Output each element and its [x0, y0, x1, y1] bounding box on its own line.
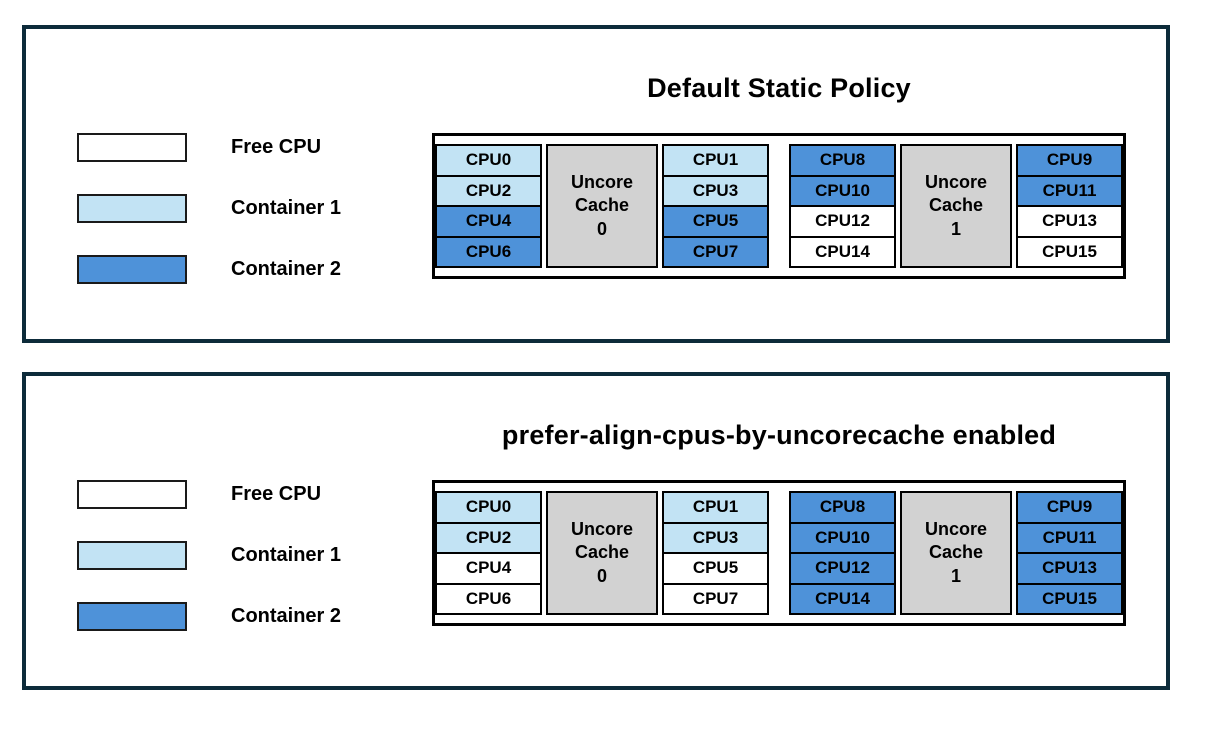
cpu-cell: CPU13 — [1016, 552, 1123, 585]
cpu-column-right: CPU9 CPU11 CPU13 CPU15 — [1016, 144, 1123, 268]
cpu-cell: CPU7 — [662, 582, 769, 615]
panel-title: prefer-align-cpus-by-uncorecache enabled — [501, 420, 1057, 450]
cpu-cell: CPU5 — [662, 205, 769, 238]
cpu-cell: CPU11 — [1016, 174, 1123, 207]
cpu-cell: CPU14 — [789, 235, 896, 268]
cpu-column-right: CPU1 CPU3 CPU5 CPU7 — [662, 144, 769, 268]
cpu-cell: CPU12 — [789, 205, 896, 238]
cpu-cell: CPU9 — [1016, 491, 1123, 524]
cpu-column-right: CPU9 CPU11 CPU13 CPU15 — [1016, 491, 1123, 615]
cache-line: Uncore — [570, 171, 633, 192]
legend-label: Free CPU — [231, 136, 322, 158]
cpu-cell: CPU5 — [662, 552, 769, 585]
panel-title: Default Static Policy — [647, 73, 911, 103]
cpu-cell: CPU6 — [435, 582, 542, 615]
cpu-cell: CPU15 — [1016, 235, 1123, 268]
cache-line: Cache — [574, 195, 630, 216]
legend-label: Container 2 — [231, 258, 342, 280]
cpu-cell: CPU11 — [1016, 521, 1123, 554]
cpu-topology-diagram: CPU0 CPU2 CPU4 CPU6 Uncore Cache 0 CPU1 … — [432, 480, 1126, 626]
cpu-cell: CPU8 — [789, 144, 896, 177]
cache-line: Cache — [928, 195, 984, 216]
cpu-cell: CPU13 — [1016, 205, 1123, 238]
uncore-cache-0-group: CPU0 CPU2 CPU4 CPU6 Uncore Cache 0 CPU1 … — [435, 144, 769, 268]
cache-line: 1 — [950, 218, 961, 239]
legend-label: Free CPU — [231, 483, 322, 505]
cpu-cell: CPU7 — [662, 235, 769, 268]
cpu-column-left: CPU8 CPU10 CPU12 CPU14 — [789, 144, 896, 268]
uncore-cache-1-group: CPU8 CPU10 CPU12 CPU14 Uncore Cache 1 CP… — [789, 144, 1123, 268]
uncore-cache-0-block: Uncore Cache 0 — [546, 491, 658, 615]
cpu-cell: CPU2 — [435, 174, 542, 207]
cpu-cell: CPU3 — [662, 174, 769, 207]
cpu-cell: CPU2 — [435, 521, 542, 554]
cpu-cell: CPU3 — [662, 521, 769, 554]
legend-swatch-container-1 — [77, 541, 187, 570]
uncore-cache-1-block: Uncore Cache 1 — [900, 491, 1012, 615]
legend-item-container-2: Container 2 — [77, 602, 341, 631]
legend-item-free-cpu: Free CPU — [77, 133, 341, 162]
cpu-cell: CPU9 — [1016, 144, 1123, 177]
cpu-cell: CPU1 — [662, 144, 769, 177]
cpu-cell: CPU10 — [789, 174, 896, 207]
legend-label: Container 2 — [231, 605, 342, 627]
uncore-cache-0-block: Uncore Cache 0 — [546, 144, 658, 268]
legend-swatch-container-2 — [77, 602, 187, 631]
cache-line: Uncore — [924, 171, 987, 192]
cpu-column-left: CPU0 CPU2 CPU4 CPU6 — [435, 491, 542, 615]
cache-line: 0 — [596, 218, 607, 239]
uncore-cache-0-group: CPU0 CPU2 CPU4 CPU6 Uncore Cache 0 CPU1 … — [435, 491, 769, 615]
legend: Free CPU Container 1 Container 2 — [77, 480, 341, 663]
cpu-cell: CPU4 — [435, 205, 542, 238]
cache-line: 1 — [950, 565, 961, 586]
cache-line: 0 — [596, 565, 607, 586]
cpu-column-left: CPU0 CPU2 CPU4 CPU6 — [435, 144, 542, 268]
cpu-cell: CPU15 — [1016, 582, 1123, 615]
uncore-cache-1-group: CPU8 CPU10 CPU12 CPU14 Uncore Cache 1 CP… — [789, 491, 1123, 615]
legend-label: Container 1 — [231, 544, 342, 566]
legend-label: Container 1 — [231, 197, 342, 219]
legend-item-container-1: Container 1 — [77, 541, 341, 570]
legend-item-container-2: Container 2 — [77, 255, 341, 284]
cpu-cell: CPU10 — [789, 521, 896, 554]
legend-swatch-container-2 — [77, 255, 187, 284]
cpu-cell: CPU6 — [435, 235, 542, 268]
legend-swatch-container-1 — [77, 194, 187, 223]
legend-swatch-free-cpu — [77, 133, 187, 162]
cpu-cell: CPU0 — [435, 144, 542, 177]
cpu-cell: CPU4 — [435, 552, 542, 585]
cpu-cell: CPU0 — [435, 491, 542, 524]
cpu-cell: CPU8 — [789, 491, 896, 524]
cpu-topology-diagram: CPU0 CPU2 CPU4 CPU6 Uncore Cache 0 CPU1 … — [432, 133, 1126, 279]
panel-prefer-align-uncorecache: prefer-align-cpus-by-uncorecache enabled… — [22, 372, 1170, 690]
cpu-cell: CPU14 — [789, 582, 896, 615]
legend: Free CPU Container 1 Container 2 — [77, 133, 341, 316]
cpu-column-right: CPU1 CPU3 CPU5 CPU7 — [662, 491, 769, 615]
legend-item-free-cpu: Free CPU — [77, 480, 341, 509]
uncore-cache-1-block: Uncore Cache 1 — [900, 144, 1012, 268]
panel-default-static-policy: Default Static Policy Free CPU Container… — [22, 25, 1170, 343]
cache-line: Cache — [574, 542, 630, 563]
legend-item-container-1: Container 1 — [77, 194, 341, 223]
cache-line: Cache — [928, 542, 984, 563]
cache-line: Uncore — [924, 518, 987, 539]
legend-swatch-free-cpu — [77, 480, 187, 509]
cpu-cell: CPU12 — [789, 552, 896, 585]
cpu-column-left: CPU8 CPU10 CPU12 CPU14 — [789, 491, 896, 615]
cache-line: Uncore — [570, 518, 633, 539]
cpu-cell: CPU1 — [662, 491, 769, 524]
